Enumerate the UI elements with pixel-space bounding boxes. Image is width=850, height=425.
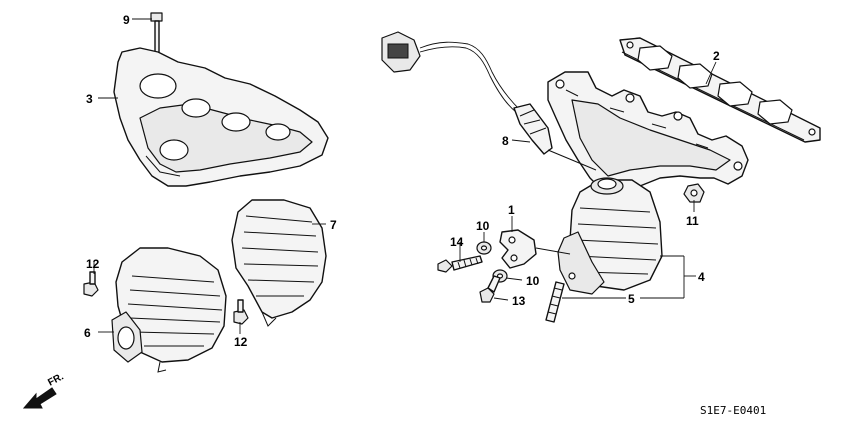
bolt-14 [437,255,483,273]
label-3: 3 [86,92,93,106]
label-12-right: 12 [234,335,248,349]
label-2: 2 [713,49,720,63]
bolt-12-right [233,299,249,325]
converter-heat-shield-7 [231,199,327,327]
diagram-code: S1E7-E0401 [700,404,766,417]
exhaust-manifold-4 [547,71,749,295]
label-7: 7 [330,218,337,232]
front-direction-arrow: FR. [22,371,66,409]
leader-lines [93,18,717,334]
label-8: 8 [502,134,509,148]
converter-heat-shield-6 [111,247,227,373]
label-6: 6 [84,326,91,340]
bolt-12-left [83,271,99,297]
label-1: 1 [508,203,515,217]
gasket-2 [619,37,821,143]
label-4: 4 [698,270,705,284]
washer-10-upper [476,241,492,255]
label-13: 13 [512,294,526,308]
label-14: 14 [450,235,464,249]
label-12-left: 12 [86,257,100,271]
heat-shield-3 [113,47,329,187]
label-9: 9 [123,13,130,27]
bracket-1 [499,229,571,269]
bolt-13 [479,275,501,303]
nut-11 [683,183,705,203]
label-11: 11 [686,214,699,228]
label-10-upper: 10 [476,219,490,233]
oxygen-sensor-8 [381,31,597,171]
direction-label: FR. [46,371,66,388]
label-10-lower: 10 [526,274,540,288]
stud-5 [545,281,565,323]
label-5: 5 [628,292,635,306]
